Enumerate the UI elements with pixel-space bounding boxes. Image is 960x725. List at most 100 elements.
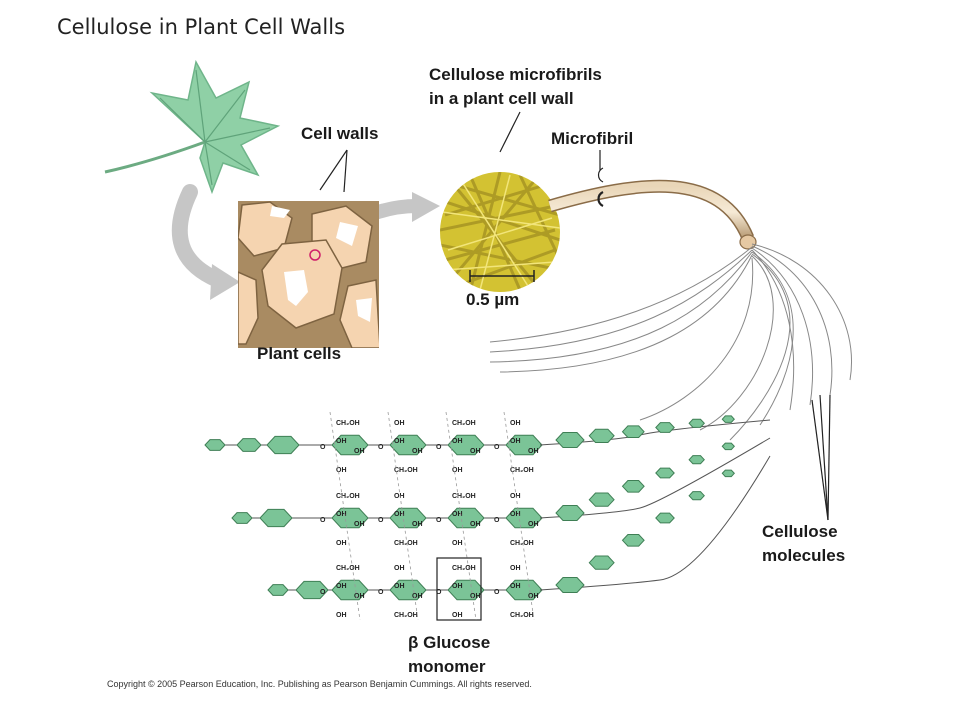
ring-group-label: CH₂OH [452,493,476,500]
glucose-label-line1: β Glucose [408,633,491,652]
chain-monomer [588,492,615,507]
ring-group-label: CH₂OH [336,420,360,427]
ring-group-label: CH₂OH [336,565,360,572]
ring-group-label: OH [394,493,405,500]
chain-monomer [295,580,329,600]
ring-group-label: CH₂OH [336,493,360,500]
chain-monomer [688,491,705,501]
ring-group-label: OH [470,448,481,455]
ring-group-label: OH [394,438,405,445]
ring-group-label: OH [394,511,405,518]
ring-group-label: OH [510,583,521,590]
cellulose-molecules-label-line2: molecules [762,546,846,565]
glucose-ring [331,434,369,456]
ring-oxygen-label: O [494,517,500,524]
ring-group-label: OH [412,593,423,600]
glucose-ring [331,579,369,601]
ring-group-label: CH₂OH [394,467,418,474]
hbond-dash [445,411,477,621]
chain-monomer [259,508,293,528]
chain-monomer [655,467,675,479]
pointer-lines [319,111,831,521]
copyright-notice: Copyright © 2005 Pearson Education, Inc.… [107,679,532,689]
chain-monomer [588,555,615,570]
ring-group-label: OH [394,583,405,590]
hbond-dash [387,411,419,621]
glucose-ring [447,507,485,529]
ring-oxygen-label: O [436,517,442,524]
ring-group-label: CH₂OH [510,467,534,474]
glucose-ring [505,507,543,529]
leaf-illustration [104,59,281,195]
hbond-dash [329,411,361,621]
ring-group-label: OH [452,540,463,547]
cellulose-molecules-label-line1: Cellulose [762,522,838,541]
ring-oxygen-label: O [436,589,442,596]
ring-group-label: OH [452,438,463,445]
zoom-marker [309,249,321,261]
chain-monomer [655,422,675,433]
chain-monomer [555,505,585,521]
chain-monomer [236,438,262,452]
microfibril-tube [548,179,757,250]
microfibrils-label-line1: Cellulose microfibrils [429,65,602,84]
ring-group-label: OH [336,612,347,619]
ring-group-label: OH [470,593,481,600]
glucose-ring [331,507,369,529]
ring-oxygen-label: O [378,589,384,596]
ring-group-label: OH [510,438,521,445]
ring-group-label: CH₂OH [452,420,476,427]
glucose-ring [505,579,543,601]
ring-group-label: OH [336,511,347,518]
page-title: Cellulose in Plant Cell Walls [57,15,346,39]
ring-group-label: CH₂OH [452,565,476,572]
chain-monomer [655,512,675,524]
scale-bar-label: 0.5 µm [466,290,520,309]
ring-oxygen-label: O [378,517,384,524]
ring-group-label: OH [354,448,365,455]
ring-group-label: OH [470,521,481,528]
ring-group-label: OH [354,593,365,600]
glucose-ring [389,434,427,456]
ring-group-label: OH [510,565,521,572]
chain-monomer [231,512,253,524]
cellulose-chains: CH₂OH OH OH OH O OH CH₂OH OH OH O CH₂OH OH OH OH O OH CH… [204,411,771,621]
chain-monomer [688,418,705,428]
ring-oxygen-label: O [494,444,500,451]
chain-monomer [267,584,289,596]
ring-group-label: CH₂OH [510,612,534,619]
microfibril-label: Microfibril [551,129,634,148]
chain-monomer [621,534,645,547]
chain-monomer [555,577,585,593]
glucose-ring [389,507,427,529]
chain-monomer [721,415,735,423]
ring-group-label: OH [528,448,539,455]
glucose-ring [389,579,427,601]
ring-group-label: OH [528,593,539,600]
chain-monomer [588,428,615,443]
chain-strand [539,455,771,591]
ring-group-label: OH [528,521,539,528]
ring-group-label: OH [412,521,423,528]
ring-group-label: OH [452,583,463,590]
glucose-ring [505,434,543,456]
glucose-monomer-box [436,557,482,621]
hbond-dash [503,411,535,621]
chain-monomer [621,425,645,438]
ring-oxygen-label: O [494,589,500,596]
ring-oxygen-label: O [320,589,326,596]
ring-group-label: OH [336,583,347,590]
ring-group-label: OH [412,448,423,455]
ring-group-label: CH₂OH [510,540,534,547]
glucose-label-line2: monomer [408,657,486,676]
ring-group-label: OH [452,511,463,518]
ring-group-label: CH₂OH [394,612,418,619]
ring-group-label: OH [394,565,405,572]
ring-group-label: OH [336,467,347,474]
ring-oxygen-label: O [320,444,326,451]
microfibril-bracket [597,150,604,207]
microfibrils-label-line2: in a plant cell wall [429,89,574,108]
chain-monomer [204,439,226,451]
chain-monomer [555,432,585,448]
ring-group-label: OH [354,521,365,528]
